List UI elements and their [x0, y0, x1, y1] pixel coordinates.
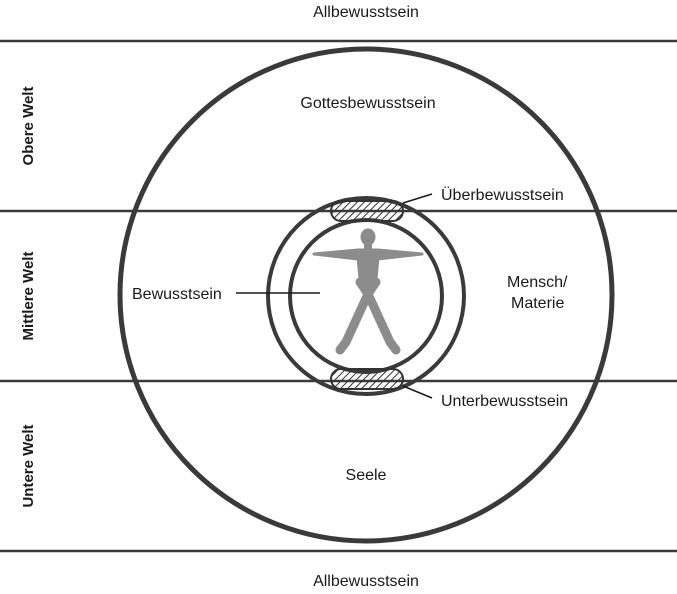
label-gottesbewusstsein: Gottesbewusstsein — [300, 95, 435, 112]
outer-circle — [117, 46, 615, 544]
label-seele: Seele — [346, 467, 387, 484]
middle-ring — [266, 196, 466, 396]
subconscious-band-icon — [330, 368, 404, 390]
label-mensch: Mensch/ — [507, 274, 568, 291]
leader-line-superconscious — [402, 193, 433, 204]
label-bottom-allbewusstsein: Allbewusstsein — [313, 573, 419, 589]
label-unterbewusstsein: Unterbewusstsein — [441, 393, 568, 410]
label-untere-welt: Untere Welt — [20, 424, 37, 507]
label-materie: Materie — [511, 295, 564, 312]
superconscious-band-icon — [330, 200, 404, 222]
label-ueberbewusstsein: Überbewusstsein — [441, 186, 564, 204]
leader-line-subconscious — [402, 385, 433, 399]
label-obere-welt: Obere Welt — [20, 87, 37, 166]
label-bewusstsein: Bewusstsein — [132, 286, 222, 303]
label-mittlere-welt: Mittlere Welt — [20, 252, 37, 341]
label-top-allbewusstsein: Allbewusstsein — [313, 4, 419, 21]
human-figure-icon — [312, 228, 424, 355]
